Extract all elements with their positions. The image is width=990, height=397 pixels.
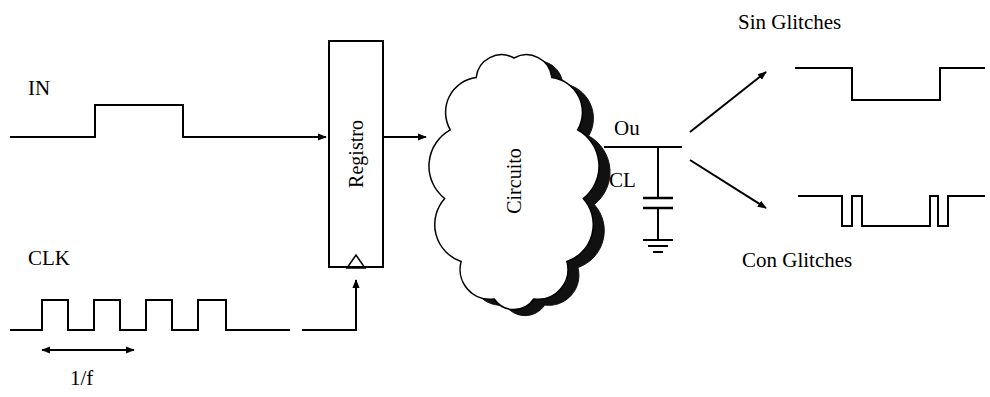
period-label: 1/f bbox=[70, 368, 93, 389]
waveform-title: Sin Glitches bbox=[738, 12, 841, 33]
in-arrow bbox=[262, 136, 326, 138]
ground-symbol bbox=[648, 245, 668, 247]
branch-arrow bbox=[690, 72, 766, 132]
clk-waveform bbox=[10, 300, 290, 330]
in-waveform bbox=[10, 105, 268, 137]
clk-arrow bbox=[302, 280, 356, 330]
signal-arrow bbox=[384, 136, 426, 138]
logic-cloud: Circuito bbox=[426, 36, 618, 326]
output-wire bbox=[604, 146, 682, 148]
capacitor-lead bbox=[657, 147, 659, 198]
period-arrow bbox=[42, 349, 134, 351]
capacitor-label: CL bbox=[609, 170, 636, 191]
clean-waveform bbox=[795, 68, 985, 100]
signal-name: CLK bbox=[28, 248, 70, 269]
capacitor-plate bbox=[643, 197, 673, 200]
cloud-outline bbox=[429, 55, 599, 310]
signal-name: IN bbox=[28, 78, 50, 99]
ground-symbol bbox=[653, 251, 663, 253]
branch-arrow bbox=[690, 160, 766, 208]
node-name: Ou bbox=[614, 118, 640, 139]
waveform-title: Con Glitches bbox=[742, 250, 852, 271]
node-title: Circuito bbox=[504, 148, 524, 214]
register-box: Registro bbox=[328, 40, 384, 268]
glitch-waveform bbox=[798, 196, 985, 226]
ground-symbol bbox=[643, 239, 673, 241]
capacitor-lead bbox=[657, 208, 659, 240]
node-title: Registro bbox=[346, 120, 366, 188]
